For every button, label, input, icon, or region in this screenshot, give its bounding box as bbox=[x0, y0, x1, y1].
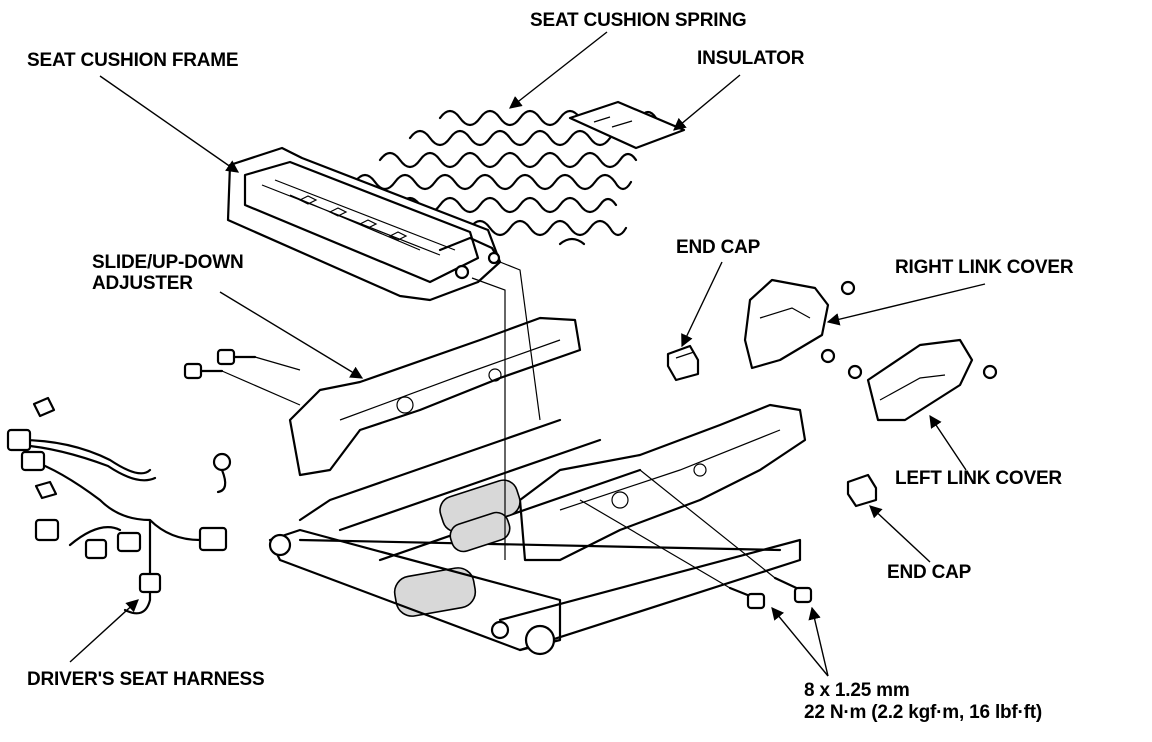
end-cap bbox=[846, 473, 878, 508]
left-link-cover bbox=[847, 338, 998, 422]
mounting-bolt bbox=[183, 348, 301, 406]
label-insulator: INSULATOR bbox=[697, 48, 805, 69]
arrow-drivers-seat-harness bbox=[69, 599, 139, 663]
arrow-bolt-2 bbox=[808, 606, 829, 677]
arrow-seat-cushion-frame bbox=[99, 75, 240, 173]
label-torque-spec: 22 N·m (2.2 kgf·m, 16 lbf·ft) bbox=[804, 702, 1043, 723]
end-cap bbox=[666, 344, 700, 382]
slide-up-down-adjuster bbox=[268, 261, 807, 656]
label-left-link-cover: LEFT LINK COVER bbox=[895, 468, 1062, 489]
seat-cushion-frame bbox=[226, 146, 502, 302]
leader-arrows bbox=[69, 31, 986, 677]
label-right-link-cover: RIGHT LINK COVER bbox=[895, 257, 1074, 278]
label-slide-adjuster-line2: ADJUSTER bbox=[92, 273, 193, 294]
drivers-seat-harness bbox=[6, 396, 232, 615]
adjuster-motor bbox=[393, 479, 521, 617]
arrow-right-link-cover bbox=[826, 283, 986, 326]
arrow-end-cap-top bbox=[681, 261, 723, 348]
label-end-cap-top: END CAP bbox=[676, 237, 761, 258]
label-seat-cushion-frame: SEAT CUSHION FRAME bbox=[27, 50, 239, 71]
label-end-cap-bottom: END CAP bbox=[887, 562, 972, 583]
arrow-bolt-1 bbox=[771, 607, 829, 677]
arrow-end-cap-bottom bbox=[869, 505, 931, 563]
right-link-cover bbox=[743, 278, 856, 370]
insulator-pad bbox=[568, 100, 686, 150]
arrow-seat-cushion-spring bbox=[509, 31, 608, 109]
label-drivers-seat-harness: DRIVER'S SEAT HARNESS bbox=[27, 669, 265, 690]
arrow-slide-adjuster bbox=[219, 291, 364, 379]
label-slide-adjuster-line1: SLIDE/UP-DOWN bbox=[92, 252, 244, 273]
label-seat-cushion-spring: SEAT CUSHION SPRING bbox=[530, 10, 747, 31]
arrow-left-link-cover bbox=[929, 414, 967, 471]
arrow-insulator bbox=[673, 74, 741, 131]
mounting-bolt bbox=[579, 469, 813, 610]
label-bolt-size: 8 x 1.25 mm bbox=[804, 680, 910, 701]
label-slide-adjuster: SLIDE/UP-DOWN ADJUSTER bbox=[92, 252, 244, 294]
